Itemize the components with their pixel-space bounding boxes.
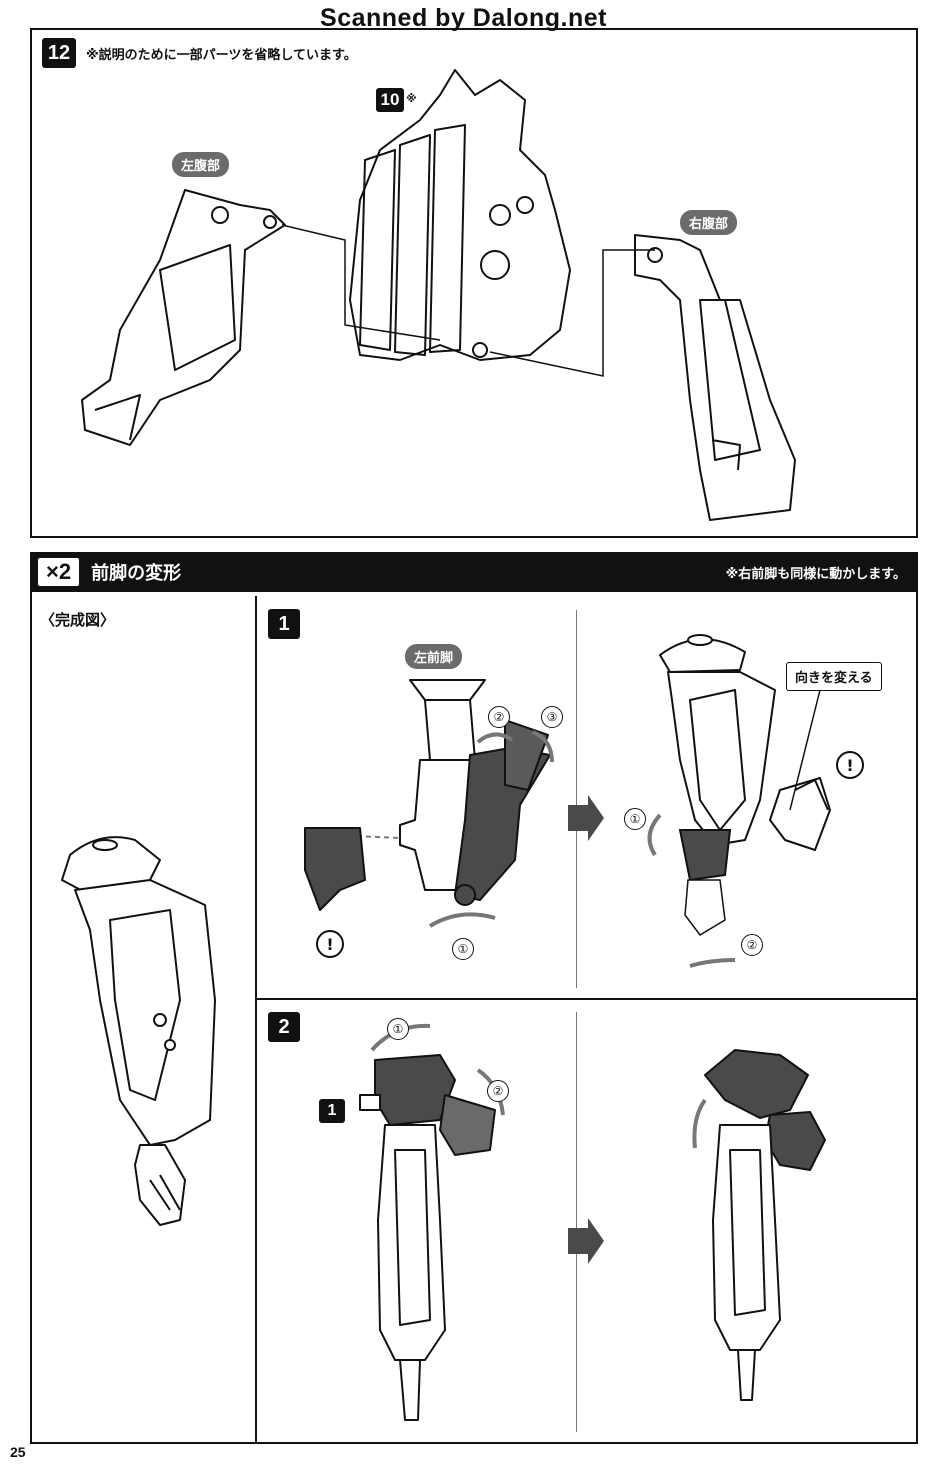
step12-note: ※説明のために一部パーツを省略しています。 bbox=[86, 48, 357, 63]
transform-note: ※右前脚も同様に動かします。 bbox=[725, 566, 906, 582]
step1b-order-2: ② bbox=[741, 934, 763, 956]
direction-change-label: 向きを変える bbox=[786, 662, 882, 691]
left-abdomen-part bbox=[81, 189, 286, 446]
right-abdomen-part bbox=[634, 234, 796, 521]
watermark-text: Scanned by Dalong.net bbox=[320, 4, 607, 32]
step2-order-1: ① bbox=[387, 1018, 409, 1040]
step1-warning-right: ! bbox=[836, 751, 864, 779]
step12-frame bbox=[30, 28, 918, 538]
left-foreleg-label: 左前脚 bbox=[405, 644, 463, 669]
page-number: 25 bbox=[10, 1444, 26, 1460]
transform-title: 前脚の変形 bbox=[91, 563, 182, 584]
step1-split bbox=[576, 610, 577, 988]
step12-ref-mark: ※ bbox=[406, 92, 417, 105]
transform-banner: ×2 前脚の変形 ※右前脚も同様に動かします。 bbox=[30, 552, 918, 592]
multiplier-badge: ×2 bbox=[38, 558, 80, 586]
step1-next-arrow bbox=[568, 795, 604, 841]
step12-ref-number: 10 bbox=[376, 88, 404, 112]
step2-number: 2 bbox=[268, 1012, 300, 1042]
step-divider bbox=[255, 998, 918, 1000]
step1-number: 1 bbox=[268, 609, 300, 639]
step1-order-2: ② bbox=[488, 706, 510, 728]
complete-figure-label: 〈完成図〉 bbox=[40, 611, 116, 629]
step2-ref-number: 1 bbox=[319, 1099, 345, 1123]
column-divider bbox=[255, 596, 257, 1444]
step1b-order-1: ① bbox=[624, 808, 646, 830]
step2-order-2: ② bbox=[487, 1080, 509, 1102]
step2-next-arrow bbox=[568, 1218, 604, 1264]
step1-order-3: ③ bbox=[541, 706, 563, 728]
step12-number: 12 bbox=[42, 38, 76, 68]
step1-warning-left: ! bbox=[316, 930, 344, 958]
transform-frame bbox=[30, 592, 918, 1444]
step12-drawing bbox=[81, 69, 796, 521]
left-abdomen-label: 左腹部 bbox=[172, 152, 230, 177]
right-abdomen-label: 右腹部 bbox=[680, 210, 738, 235]
step2-split bbox=[576, 1012, 577, 1432]
step1-order-1: ① bbox=[452, 938, 474, 960]
